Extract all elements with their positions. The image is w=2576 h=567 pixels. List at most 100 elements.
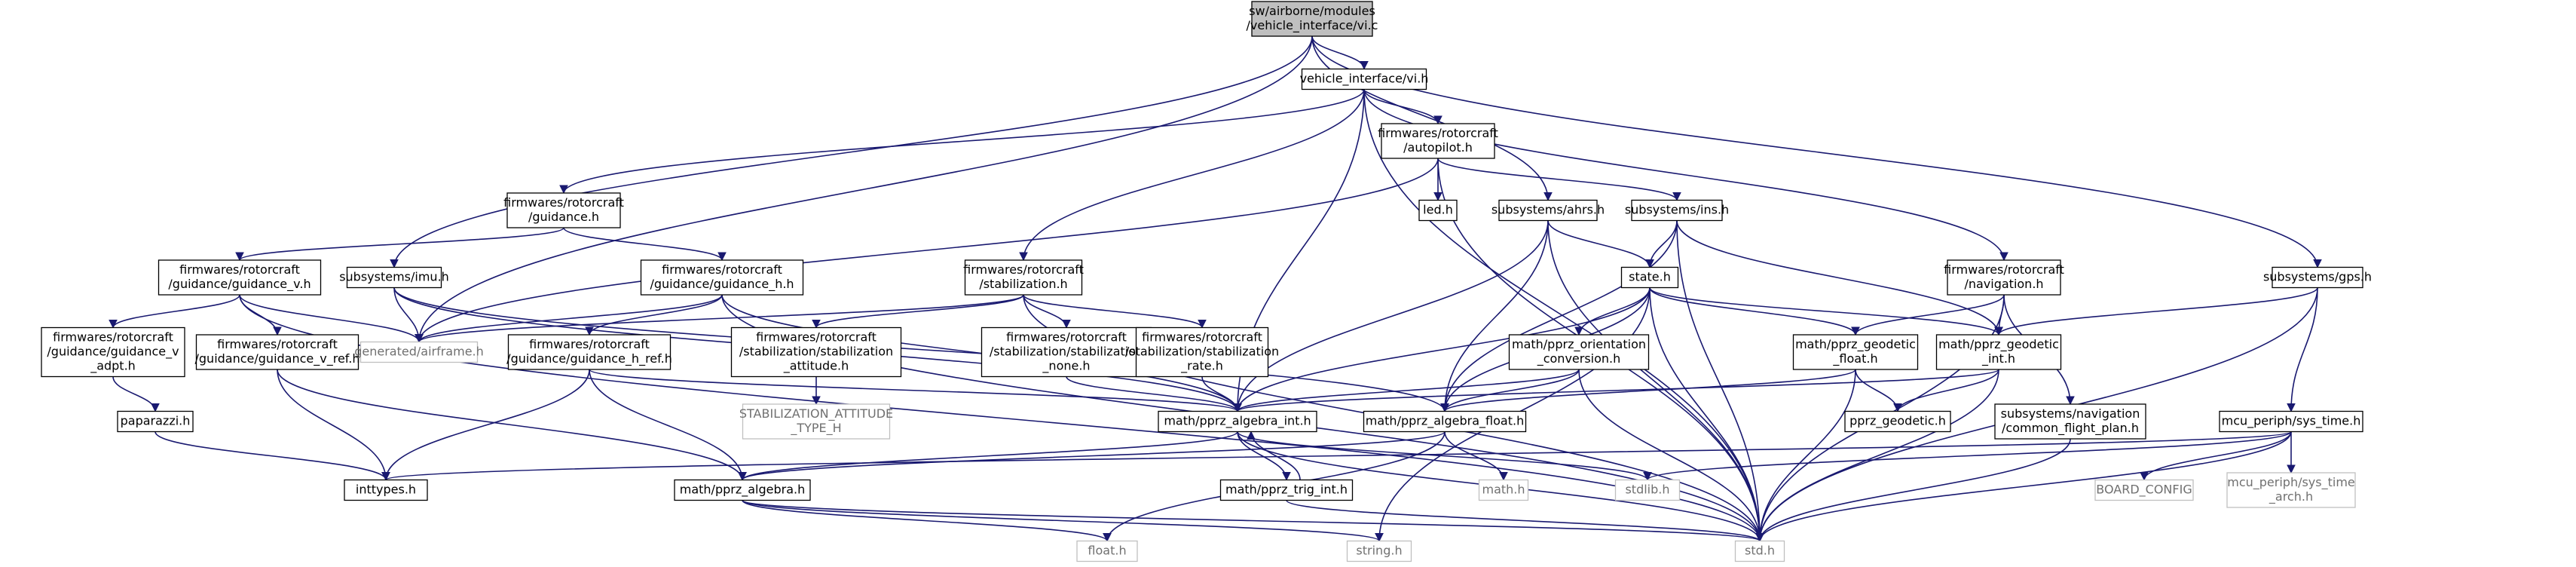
node-gps[interactable]: subsystems/gps.h xyxy=(2263,266,2372,289)
arrowhead-vi_h-to-autopilot xyxy=(1433,115,1442,125)
node-algebra[interactable]: math/pprz_algebra.h xyxy=(674,479,811,501)
node-algebra-int[interactable]: math/pprz_algebra_int.h xyxy=(1158,410,1317,433)
edge-vi_h-to-stabilization xyxy=(1023,89,1365,261)
arrowhead-algebra_float-to-algebra xyxy=(738,472,747,481)
node-box xyxy=(1631,199,1723,222)
node-vi-h[interactable]: vehicle_interface/vi.h xyxy=(1300,68,1429,90)
edge-common_flight_plan-to-std_h xyxy=(1759,438,2071,541)
node-guidance-v-ref[interactable]: firmwares/rotorcraft/guidance/guidance_v… xyxy=(195,334,360,370)
edge-sys_time-to-stdlib xyxy=(1647,431,2292,481)
node-imu[interactable]: subsystems/imu.h xyxy=(339,266,449,289)
node-guidance-h[interactable]: firmwares/rotorcraft/guidance/guidance_h… xyxy=(640,259,804,296)
node-pprz-geodetic[interactable]: pprz_geodetic.h xyxy=(1844,410,1951,433)
node-label-line: math/pprz_orientation xyxy=(1512,337,1646,352)
node-inttypes[interactable]: inttypes.h xyxy=(344,479,428,501)
node-guidance-v[interactable]: firmwares/rotorcraft/guidance/guidance_v… xyxy=(158,259,322,296)
edge-guidance_v_ref-to-algebra xyxy=(277,369,743,480)
node-trig-int[interactable]: math/pprz_trig_int.h xyxy=(1219,479,1354,501)
node-box xyxy=(1792,334,1919,370)
node-label-line: /stabilization/stabilization xyxy=(990,345,1143,359)
arrowhead-guidance-to-guidance_v xyxy=(235,252,244,262)
edge-stabilization-to-stab_rate xyxy=(1023,294,1203,328)
edge-algebra-to-float_h xyxy=(742,499,1108,542)
edge-vi_h-to-guidance xyxy=(563,89,1365,194)
node-box xyxy=(1219,479,1354,501)
node-label-line: /common_flight_plan.h xyxy=(2002,421,2139,436)
arrowhead-stab_attitude-to-stab_att_type xyxy=(812,396,821,406)
node-box xyxy=(507,334,672,370)
edge-sys_time-to-inttypes xyxy=(385,431,2292,481)
arrowhead-vi_c-to-gps xyxy=(2313,259,2322,268)
edge-guidance_v-to-airframe xyxy=(239,294,420,342)
edge-ins-to-std_h xyxy=(1676,220,1761,541)
node-autopilot[interactable]: firmwares/rotorcraft/autopilot.h xyxy=(1378,123,1498,159)
arrowhead-algebra_int-to-trig_int xyxy=(1282,472,1291,481)
node-box xyxy=(41,326,185,378)
node-sys-time[interactable]: mcu_periph/sys_time.h xyxy=(2219,410,2363,433)
node-label-line: led.h xyxy=(1423,203,1453,217)
node-label-line: firmwares/rotorcraft xyxy=(756,330,877,345)
node-label-line: _rate.h xyxy=(1180,359,1223,374)
node-stab-none[interactable]: firmwares/rotorcraft/stabilization/stabi… xyxy=(981,326,1152,378)
arrowhead-geodetic_float-to-algebra_float xyxy=(1440,403,1449,412)
node-geodetic-float[interactable]: math/pprz_geodetic_float.h xyxy=(1792,334,1919,370)
edge-state-to-std_h xyxy=(1649,287,1761,541)
node-box xyxy=(1994,403,2146,440)
arrowhead-stabilization-to-stab_none xyxy=(1062,320,1071,329)
node-label-line: math/pprz_algebra_int.h xyxy=(1164,414,1311,429)
node-label-line: float.h xyxy=(1088,544,1126,558)
arrowhead-stabilization-to-stab_attitude xyxy=(812,320,821,329)
node-vi-c[interactable]: sw/airborne/modules/vehicle_interface/vi… xyxy=(1247,1,1378,37)
node-label-line: STABILIZATION_ATTITUDE xyxy=(739,406,893,421)
node-ahrs[interactable]: subsystems/ahrs.h xyxy=(1491,199,1605,222)
arrowhead-guidance-to-guidance_h xyxy=(717,252,727,262)
node-paparazzi[interactable]: paparazzi.h xyxy=(117,410,194,433)
edge-algebra_int-to-trig_int xyxy=(1237,431,1287,480)
node-box xyxy=(1363,410,1527,433)
node-navigation[interactable]: firmwares/rotorcraft/navigation.h xyxy=(1944,259,2064,296)
node-state[interactable]: state.h xyxy=(1620,266,1679,289)
node-common-flight-plan[interactable]: subsystems/navigation/common_flight_plan… xyxy=(1994,403,2146,440)
arrowhead-guidance_h-to-guidance_h_ref xyxy=(585,326,594,336)
node-box xyxy=(1135,326,1269,378)
node-label-line: /navigation.h xyxy=(1964,277,2043,291)
node-box xyxy=(1381,123,1495,159)
node-box xyxy=(1418,199,1458,222)
arrowhead-common_flight_plan-to-std_h xyxy=(1755,533,1764,542)
node-label-line: firmwares/rotorcraft xyxy=(503,195,624,210)
node-label-line: math/pprz_trig_int.h xyxy=(1225,483,1348,498)
node-label-line: subsystems/imu.h xyxy=(339,270,449,284)
node-label-line: subsystems/gps.h xyxy=(2263,270,2372,284)
node-label-line: _conversion.h xyxy=(1537,351,1621,366)
node-label-line: firmwares/rotorcraft xyxy=(1944,262,2064,277)
node-geodetic-int[interactable]: math/pprz_geodetic_int.h xyxy=(1935,334,2062,370)
node-box xyxy=(1158,410,1317,433)
edge-trig_int-to-algebra_int xyxy=(1250,431,1301,480)
node-label-line: firmwares/rotorcraft xyxy=(662,262,782,277)
node-stab-rate[interactable]: firmwares/rotorcraft/stabilization/stabi… xyxy=(1125,326,1279,378)
node-label-line: _TYPE_H xyxy=(790,421,841,436)
arrowhead-autopilot-to-led xyxy=(1433,192,1442,201)
node-std-h: std.h xyxy=(1734,540,1785,562)
arrowhead-vi_h-to-navigation xyxy=(1999,252,2008,262)
node-box xyxy=(730,326,902,378)
edge-stabilization-to-stab_attitude xyxy=(815,294,1024,329)
edge-state-to-geodetic_float xyxy=(1649,287,1856,336)
node-stabilization[interactable]: firmwares/rotorcraft/stabilization.h xyxy=(963,259,1084,296)
node-label-line: _int.h xyxy=(1981,351,2015,366)
node-guidance-v-adpt[interactable]: firmwares/rotorcraft/guidance/guidance_v… xyxy=(41,326,185,378)
node-label-line: /guidance/guidance_h.h xyxy=(650,277,794,292)
node-orientation[interactable]: math/pprz_orientation_conversion.h xyxy=(1508,334,1650,370)
node-box xyxy=(1478,479,1529,501)
edge-geodetic_float-to-algebra_float xyxy=(1444,369,1856,412)
node-algebra-float[interactable]: math/pprz_algebra_float.h xyxy=(1363,410,1527,433)
node-led[interactable]: led.h xyxy=(1418,199,1458,222)
node-guidance-h-ref[interactable]: firmwares/rotorcraft/guidance/guidance_h… xyxy=(506,334,672,370)
node-label-line: firmwares/rotorcraft xyxy=(1378,126,1498,140)
node-guidance[interactable]: firmwares/rotorcraft/guidance.h xyxy=(503,192,624,228)
node-ins[interactable]: subsystems/ins.h xyxy=(1625,199,1729,222)
node-stab-attitude[interactable]: firmwares/rotorcraft/stabilization/stabi… xyxy=(730,326,902,378)
edge-ins-to-algebra_float xyxy=(1444,220,1678,412)
edge-autopilot-to-airframe xyxy=(418,158,1439,342)
node-float-h: float.h xyxy=(1076,540,1138,562)
